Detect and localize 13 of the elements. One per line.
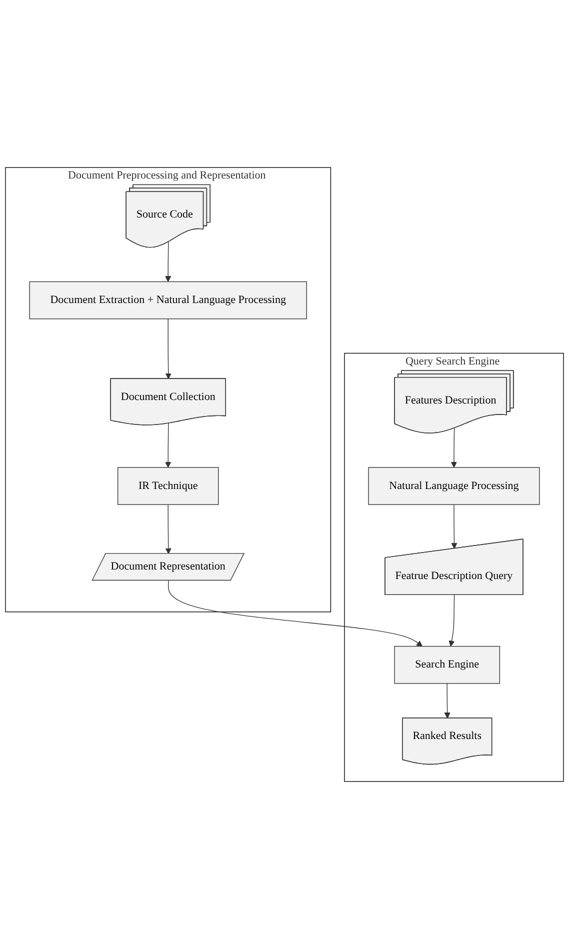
node-box: IR Technique bbox=[118, 467, 219, 505]
arrow bbox=[165, 504, 172, 554]
arrow bbox=[165, 423, 172, 468]
arrow bbox=[168, 580, 422, 647]
node-box: Document Extraction + Natural Language Processing bbox=[29, 281, 307, 320]
arrow bbox=[165, 318, 172, 380]
arrow bbox=[165, 242, 172, 282]
arrow bbox=[451, 504, 458, 549]
arrow bbox=[450, 428, 457, 468]
arrow bbox=[448, 594, 455, 647]
node-box: Search Engine bbox=[394, 646, 500, 684]
arrow bbox=[444, 683, 450, 718]
node-box: Natural Language Processing bbox=[368, 467, 540, 505]
